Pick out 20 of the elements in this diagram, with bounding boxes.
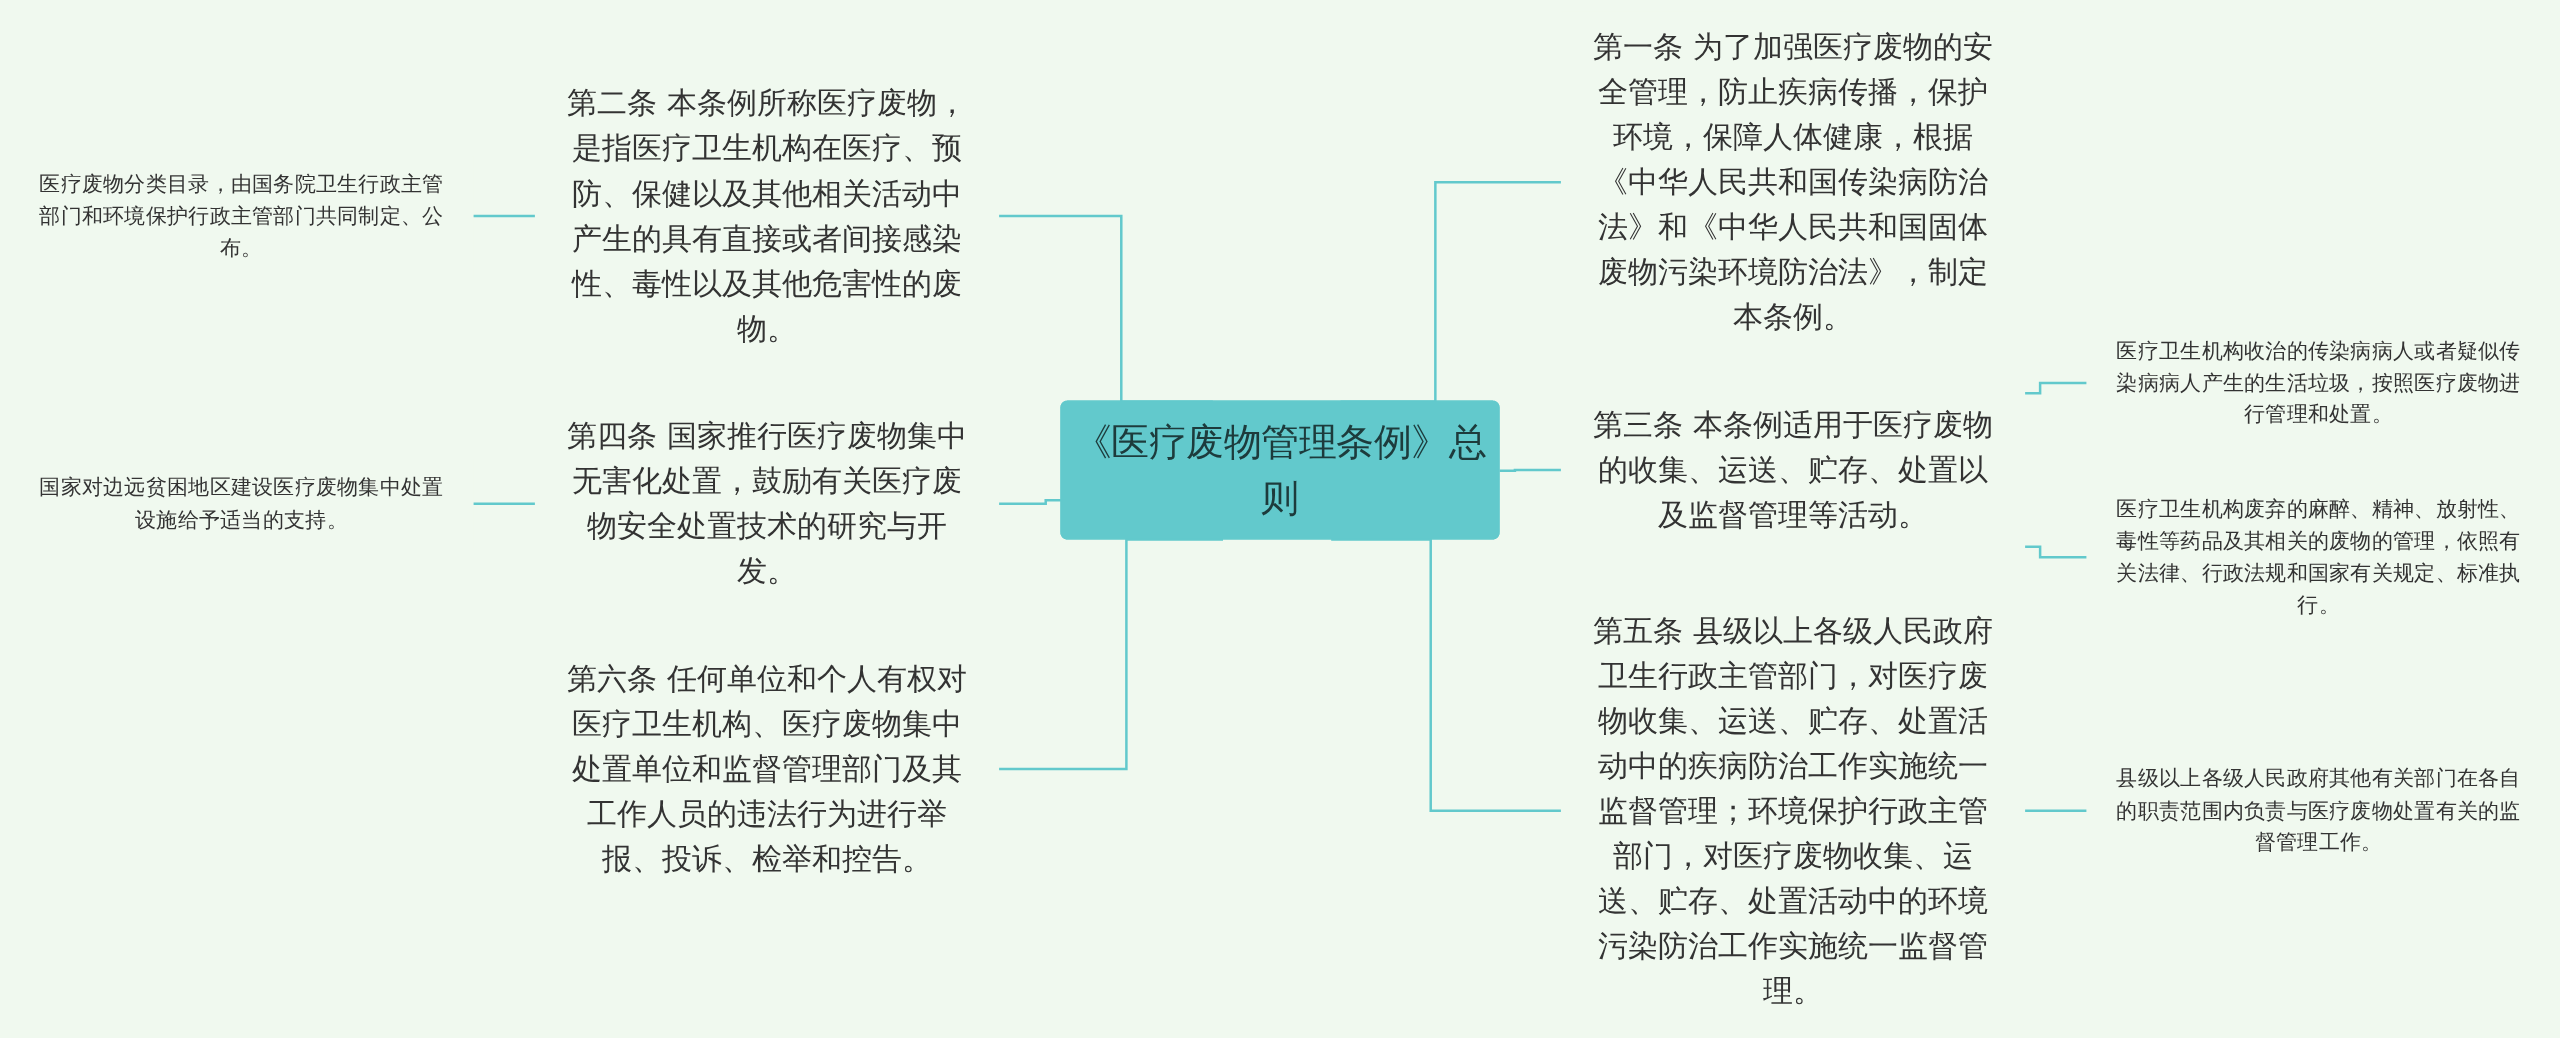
connector [1331, 538, 1562, 812]
connector [2024, 381, 2088, 395]
node-text: 医疗卫生机构收治的传染病病人或者疑似传染病病人产生的生活垃圾，按照医疗废物进行管理和处置。 [2116, 337, 2521, 427]
node-text: 医疗卫生机构废弃的麻醉、精神、放射性、毒性等药品及其相关的废物的管理，依照有关法律、行政法规和国家有关规定、标准执行。 [2116, 495, 2521, 617]
node-text: 国家对边远贫困地区建设医疗废物集中处置设施给予适当的支持。 [39, 474, 444, 532]
node-text: 县级以上各级人民政府其他有关部门在各自的职责范围内负责与医疗废物处置有关的监督管理工作。 [2116, 765, 2521, 855]
connector [2024, 809, 2088, 812]
connector [998, 538, 1224, 771]
connector [472, 214, 536, 218]
node-text: 第六条 任何单位和个人有权对医疗卫生机构、医疗废物集中处置单位和监督管理部门及其工作人员的违法行为进行举报、投诉、检举和控告。 [567, 661, 967, 877]
node-text: 第四条 国家推行医疗废物集中无害化处置，鼓励有关医疗废物安全处置技术的研究与开发。 [567, 418, 967, 589]
node-text: 第五条 县级以上各级人民政府卫生行政主管部门，对医疗废物收集、运送、贮存、处置活动中的疾病防治工作实施统一监督管理；环境保护行政主管部门，对医疗废物收集、运送、贮存、处置活动中的环境污染防治工作实施统一监督管理。 [1593, 613, 1993, 1009]
node-text: 第一条 为了加强医疗废物的安全管理，防止疾病传播，保护环境，保障人体健康，根据《中华人民共和国传染病防治法》和《中华人民共和国固体废物污染环境防治法》，制定本条例。 [1593, 29, 1993, 335]
node-text: 医疗废物分类目录，由国务院卫生行政主管部门和环境保护行政主管部门共同制定、公布。 [39, 170, 444, 260]
node-text: 第二条 本条例所称医疗废物，是指医疗卫生机构在医疗、预防、保健以及其他相关活动中产生的具有直接或者间接感染性、毒性以及其他危害性的废物。 [567, 85, 967, 347]
connector [998, 499, 1062, 506]
node-text: 第三条 本条例适用于医疗废物的收集、运送、贮存、处置以及监督管理等活动。 [1593, 407, 1993, 533]
connector [472, 502, 536, 506]
connector [1499, 468, 1562, 472]
connector [2024, 545, 2088, 559]
